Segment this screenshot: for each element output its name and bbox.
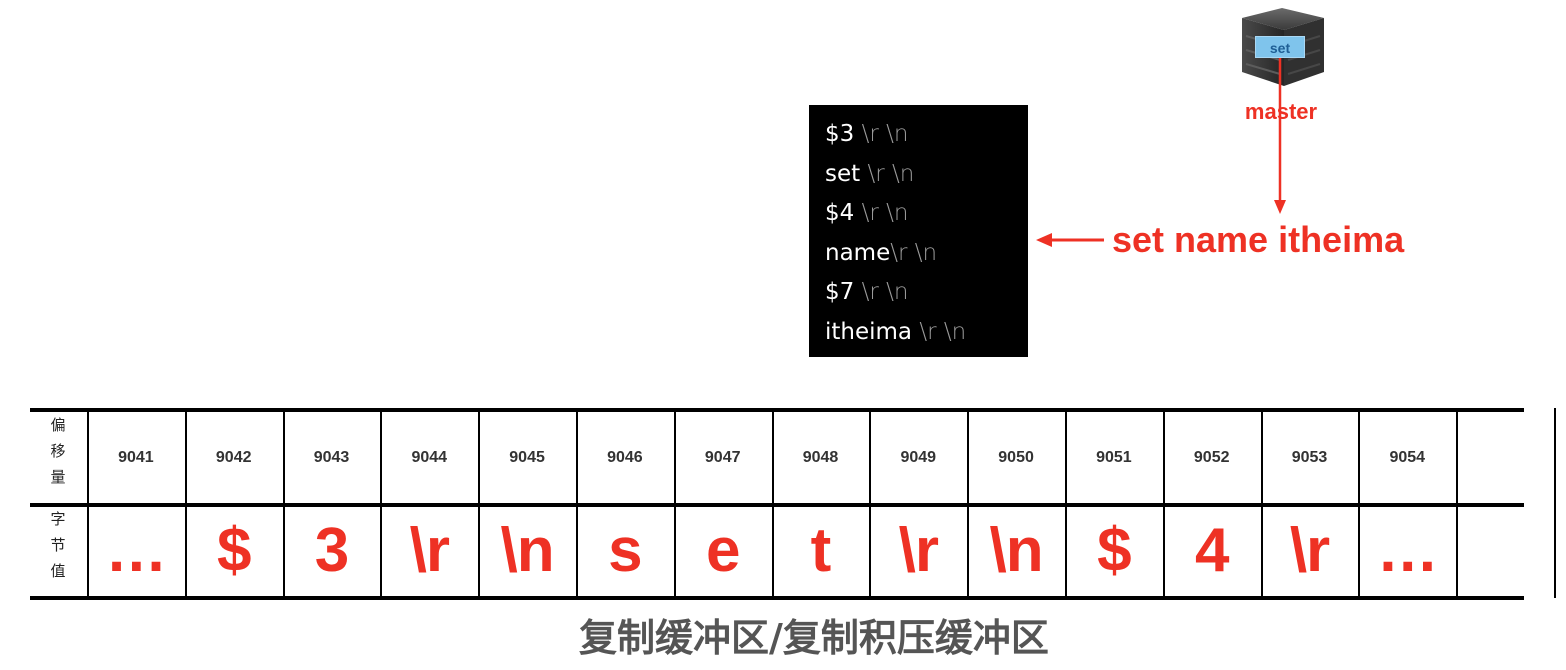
- offset-cell: 9050: [998, 449, 1034, 466]
- offset-cell: 9044: [411, 449, 448, 466]
- offset-cell: 9051: [1096, 449, 1132, 466]
- offset-cell: 9049: [900, 449, 937, 466]
- offset-cell: 9041: [118, 449, 154, 466]
- byte-cell: t: [810, 516, 832, 585]
- terminal-line: name\r \n: [825, 239, 938, 266]
- offset-cell: 9054: [1389, 449, 1426, 466]
- table-bottom-border: [30, 596, 1524, 600]
- terminal-line: $7 \r \n: [825, 279, 909, 306]
- server-screen-label: set: [1255, 36, 1305, 58]
- table-column-divider: [1065, 408, 1067, 598]
- terminal-line: set \r \n: [825, 160, 915, 187]
- byte-row-header: 字 节 值: [50, 510, 66, 580]
- command-text: set name itheima: [1112, 219, 1405, 260]
- byte-cell: $: [1097, 516, 1131, 585]
- table-top-border: [30, 408, 1524, 412]
- table-column-divider: [184, 408, 187, 598]
- table-column-divider: [1260, 408, 1263, 598]
- offset-cell: 9042: [215, 449, 252, 466]
- table-column-divider: [771, 408, 774, 598]
- table-column-divider: [1162, 408, 1165, 598]
- table-column-divider: [869, 408, 872, 598]
- byte-cell: $: [216, 516, 251, 585]
- byte-cell: 4: [1194, 516, 1229, 585]
- table-column-divider: [673, 408, 676, 598]
- byte-cell: 3: [314, 516, 349, 585]
- table-column-divider: [576, 408, 578, 598]
- terminal-line: $4 \r \n: [825, 200, 909, 227]
- offset-cell: 9048: [802, 449, 839, 466]
- byte-cell: …: [105, 516, 167, 585]
- byte-cell: e: [705, 516, 740, 585]
- offset-cell: 9043: [313, 449, 350, 466]
- table-column-divider: [478, 408, 481, 598]
- offset-cell: 9053: [1291, 449, 1328, 466]
- down-arrowhead: [1274, 200, 1286, 214]
- offset-cell: 9045: [509, 449, 545, 466]
- byte-cell: \n: [500, 516, 555, 585]
- offset-cell: 9052: [1193, 449, 1230, 466]
- replication-buffer-table: 偏 移 量 字 节 值 9041 … 9042 $9043 3 9044 \r 9045 \n 9…: [30, 408, 1556, 600]
- offset-cell: 9046: [607, 449, 643, 466]
- resp-terminal: $3 \r \n set \r \n $4 \r \n name\r \n $7…: [809, 105, 1028, 357]
- table-column-divider: [1456, 408, 1459, 598]
- terminal-line: itheima \r \n: [825, 318, 967, 345]
- table-column-divider: [1554, 408, 1556, 598]
- left-arrowhead: [1036, 233, 1052, 247]
- diagram-caption: 复制缓冲区/复制积压缓冲区: [579, 616, 1049, 660]
- offset-row-header: 偏 移 量: [50, 416, 66, 486]
- byte-cell: \n: [989, 516, 1044, 585]
- master-label: master: [1244, 99, 1318, 124]
- terminal-line: $3 \r \n: [825, 121, 909, 147]
- byte-cell: \r: [1289, 516, 1330, 585]
- table-column-divider: [967, 408, 970, 598]
- table-column-divider: [87, 408, 89, 598]
- table-column-divider: [380, 408, 383, 598]
- byte-cell: …: [1376, 516, 1439, 585]
- byte-cell: \r: [409, 516, 450, 585]
- byte-cell: s: [608, 516, 642, 585]
- byte-cell: \r: [898, 516, 939, 585]
- table-column-divider: [282, 408, 285, 598]
- table-column-divider: [1358, 408, 1361, 598]
- offset-cell: 9047: [704, 449, 741, 466]
- table-middle-border: [30, 503, 1524, 507]
